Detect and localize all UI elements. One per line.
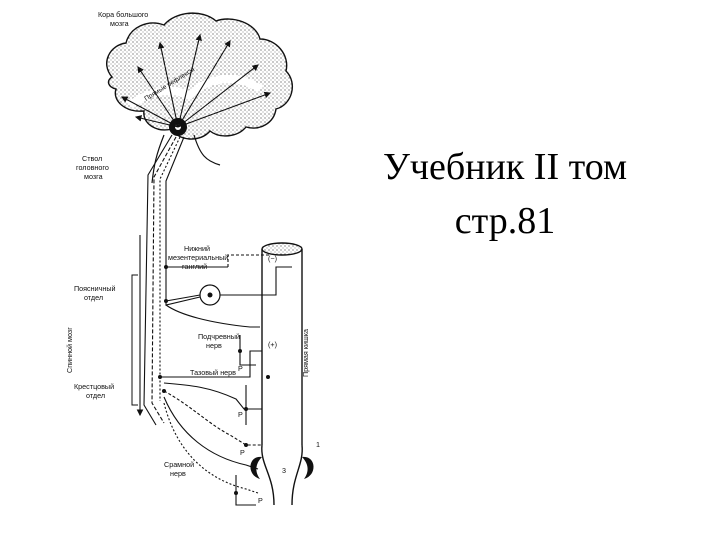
label-sacral-2: отдел: [86, 391, 105, 400]
spinal-tracts: [136, 134, 201, 426]
synapse-dots: [158, 265, 270, 495]
label-brainstem-1: Ствол: [82, 154, 102, 163]
label-one: 1: [316, 440, 320, 449]
label-pelvic: Тазовый нерв: [190, 368, 236, 377]
label-plus: (+): [268, 340, 277, 349]
sympathetic-paths: [165, 254, 292, 328]
slide-caption: Учебник II том стр.81: [350, 140, 660, 248]
label-minus: (−): [268, 254, 277, 263]
label-rectum: Прямая кишка: [301, 329, 310, 377]
label-p-2: P: [238, 410, 243, 419]
caption-line-1: Учебник II том: [382, 146, 628, 188]
cortical-projections: [121, 33, 272, 128]
label-hypogastric-2: нерв: [206, 341, 222, 350]
label-lumbar-1: Поясничный: [74, 284, 116, 293]
cortex-shape: [106, 12, 294, 140]
cortex-inner-fold: [127, 75, 263, 109]
label-p-1: P: [238, 364, 243, 373]
label-lumbar-2: отдел: [84, 293, 103, 302]
rectum: [261, 242, 303, 506]
label-pudendal-1: Срамной: [164, 460, 194, 469]
label-sacral-1: Крестцовый: [74, 382, 114, 391]
label-ganglion-2: мезентериальный: [168, 253, 228, 262]
label-ganglion-1: Нижний: [184, 244, 210, 253]
defecation-reflex-diagram: Кора большого мозга Прямые рефлексы Ство…: [65, 10, 320, 506]
label-three: 3: [282, 466, 286, 475]
label-pudendal-2: нерв: [170, 469, 186, 478]
pelvic-paths: [160, 335, 262, 506]
caption-line-2: стр.81: [454, 200, 556, 242]
label-hypogastric-1: Подчревный: [198, 332, 240, 341]
label-cortex-2: мозга: [110, 19, 129, 28]
label-brainstem-3: мозга: [84, 172, 103, 181]
spinal-cord-bracket: [131, 274, 138, 406]
brainstem-outline: [151, 134, 221, 184]
label-p-4: P: [258, 496, 263, 505]
label-ganglion-3: ганглий: [182, 262, 207, 271]
label-spinal-cord: Спинной мозг: [65, 327, 74, 373]
label-cortex-1: Кора большого: [98, 10, 148, 19]
label-brainstem-2: головного: [76, 163, 109, 172]
label-p-3: P: [240, 448, 245, 457]
